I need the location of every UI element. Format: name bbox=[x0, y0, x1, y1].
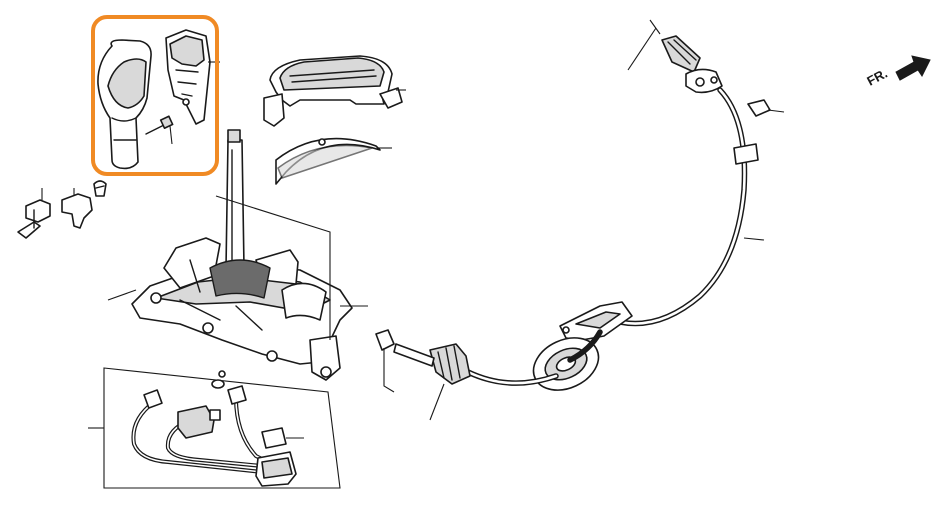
indicator-panel[interactable] bbox=[263, 55, 406, 127]
slide-cover[interactable] bbox=[275, 137, 392, 185]
shift-cable[interactable] bbox=[375, 19, 785, 421]
fr-label: FR. bbox=[864, 66, 890, 89]
shift-knob-assembly[interactable] bbox=[91, 15, 220, 176]
front-direction-indicator: FR. bbox=[864, 55, 931, 89]
wire-harness[interactable] bbox=[88, 367, 341, 489]
highlight-box bbox=[91, 15, 219, 176]
arrow-right-icon bbox=[895, 55, 931, 81]
lock-pin-clips[interactable] bbox=[17, 180, 107, 239]
shift-lever-bracket[interactable] bbox=[107, 129, 368, 381]
